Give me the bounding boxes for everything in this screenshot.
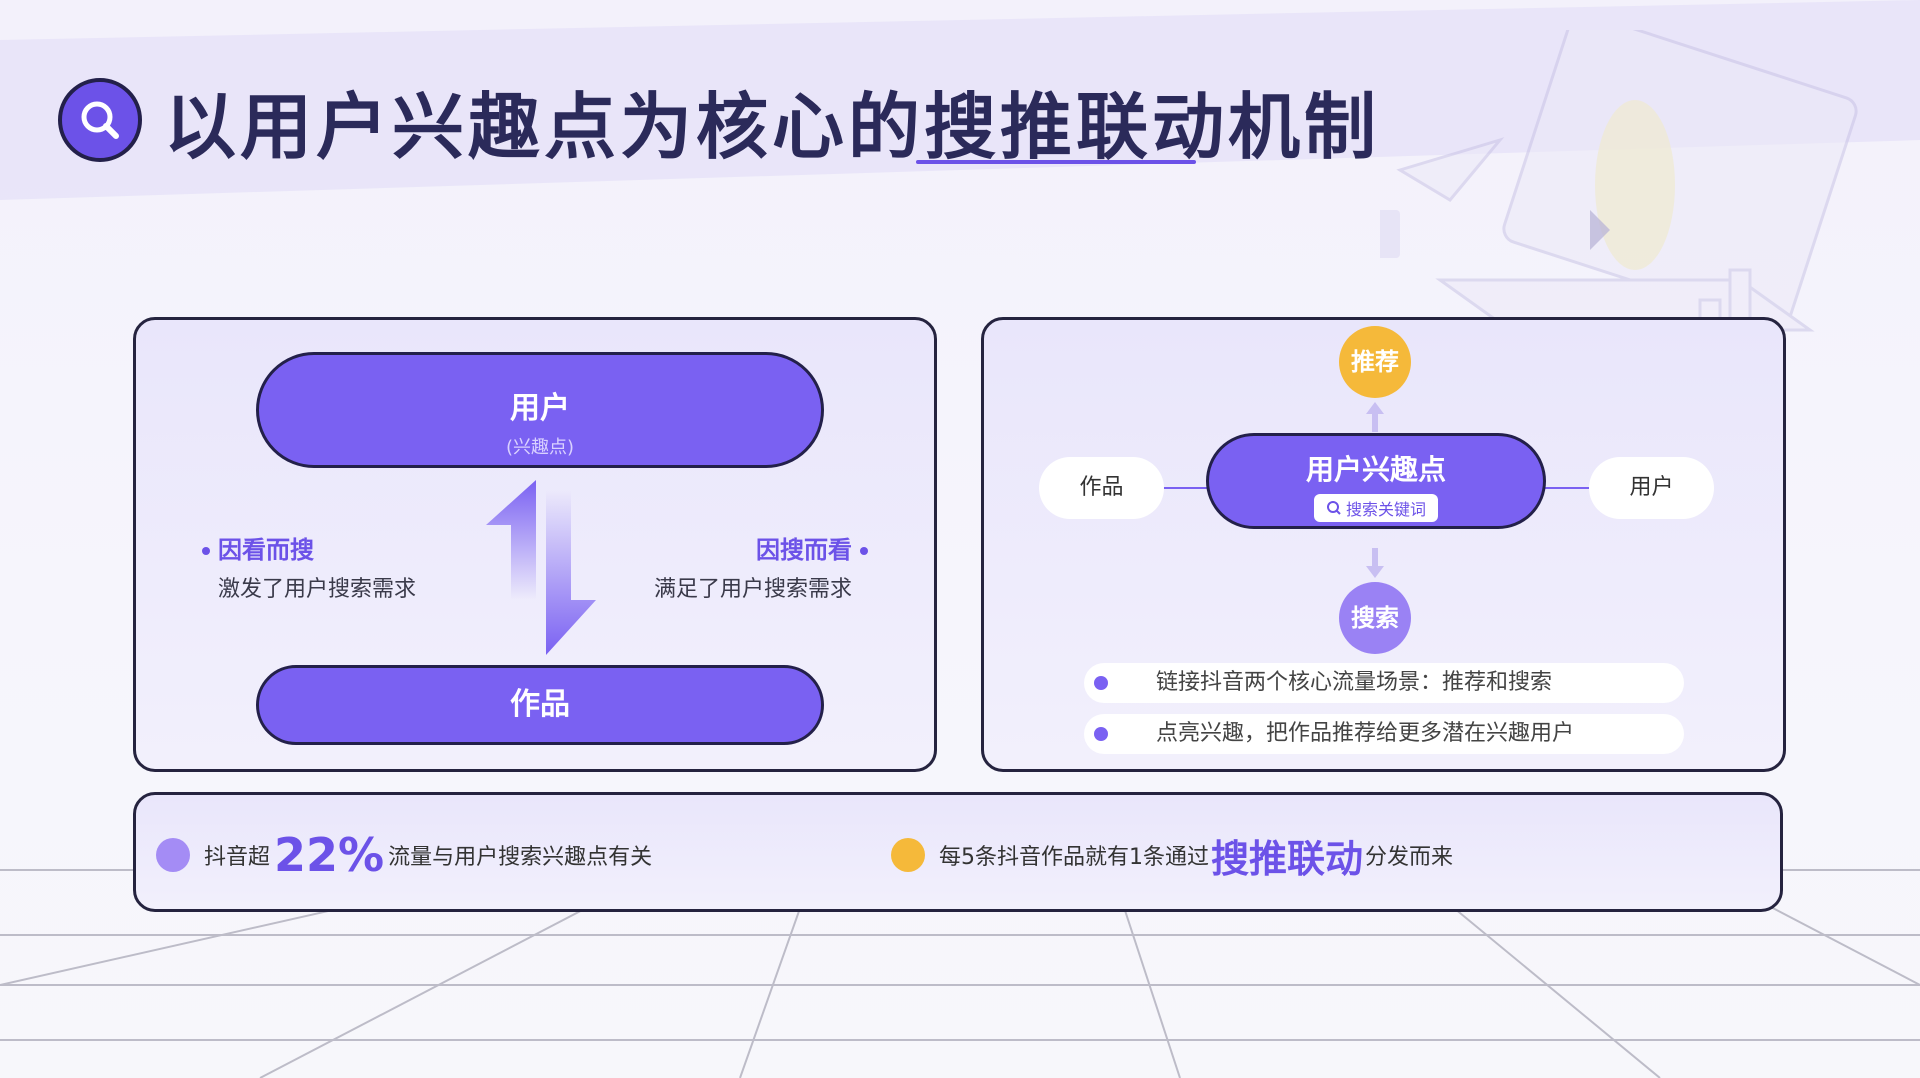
note-right-head: 因搜而看: [756, 536, 852, 564]
bullet-text: 点亮兴趣，把作品推荐给更多潜在兴趣用户: [1156, 721, 1575, 746]
bullet-text: 链接抖音两个核心流量场景：推荐和搜索: [1156, 670, 1553, 695]
user-node: 用户: [1589, 457, 1714, 519]
works-node: 作品: [1039, 457, 1164, 519]
page-title: 以用户兴趣点为核心的搜推联动机制: [164, 84, 1381, 169]
stat1-prefix: 抖音超: [204, 845, 271, 870]
stat2-prefix: 每5条抖音作品就有1条通过: [939, 845, 1209, 870]
arrow-up-icon: [1366, 402, 1384, 432]
bullet-dot: [202, 547, 210, 555]
stat2-highlight: 搜推联动: [1211, 836, 1364, 881]
interest-hub-panel: 推荐 作品 用户兴趣点 搜索关键词 用户 搜索 链接抖音两个核心流量场景：推荐和…: [981, 317, 1786, 772]
stat-dot: [891, 838, 925, 872]
arrow-down-icon: [1366, 548, 1384, 578]
user-sub-label: (兴趣点): [505, 437, 575, 458]
bullet-dot: [1094, 676, 1108, 690]
note-right: 因搜而看 满足了用户搜索需求: [654, 530, 876, 603]
bullet-dot: [1094, 727, 1108, 741]
stat1-value: 22%: [274, 828, 385, 882]
works-node: 作品: [256, 665, 824, 745]
works-label: 作品: [510, 687, 570, 722]
recommend-node: 推荐: [1339, 326, 1411, 398]
search-icon: [58, 78, 142, 162]
stats-panel: 抖音超 22% 流量与用户搜索兴趣点有关 每5条抖音作品就有1条通过 搜推联动 …: [133, 792, 1783, 912]
note-left-body: 激发了用户搜索需求: [218, 577, 417, 602]
note-left: 因看而搜 激发了用户搜索需求: [194, 530, 416, 603]
search-icon: [1326, 501, 1341, 515]
user-interest-node: 用户兴趣点 搜索关键词: [1206, 433, 1546, 529]
list-item: 链接抖音两个核心流量场景：推荐和搜索: [1084, 663, 1684, 703]
stat-dot: [156, 838, 190, 872]
note-left-head: 因看而搜: [218, 536, 314, 564]
connector-left: [1162, 487, 1208, 489]
stat-distribution: 每5条抖音作品就有1条通过 搜推联动 分发而来: [891, 795, 1453, 915]
header-band: [0, 0, 1920, 200]
user-label: 用户: [510, 391, 570, 426]
page-header: 以用户兴趣点为核心的搜推联动机制: [58, 70, 1380, 170]
keyword-label: 搜索关键词: [1345, 500, 1426, 519]
stat2-suffix: 分发而来: [1365, 845, 1454, 870]
title-underline: [916, 160, 1196, 164]
bullet-dot: [860, 547, 868, 555]
user-node: 用户 (兴趣点): [256, 352, 824, 468]
connector-right: [1544, 487, 1590, 489]
stat1-suffix: 流量与用户搜索兴趣点有关: [388, 845, 653, 870]
stat-traffic: 抖音超 22% 流量与用户搜索兴趣点有关: [156, 795, 652, 915]
note-right-body: 满足了用户搜索需求: [653, 577, 852, 602]
list-item: 点亮兴趣，把作品推荐给更多潜在兴趣用户: [1084, 714, 1684, 754]
center-label: 用户兴趣点: [1305, 453, 1446, 486]
user-works-panel: 用户 (兴趣点) 因看而搜 激发了用户搜索需求 因搜而看 满足了用户搜索需求 作…: [133, 317, 937, 772]
bidirectional-arrows-icon: [486, 480, 596, 655]
search-node: 搜索: [1339, 582, 1411, 654]
keyword-chip: 搜索关键词: [1313, 494, 1438, 522]
